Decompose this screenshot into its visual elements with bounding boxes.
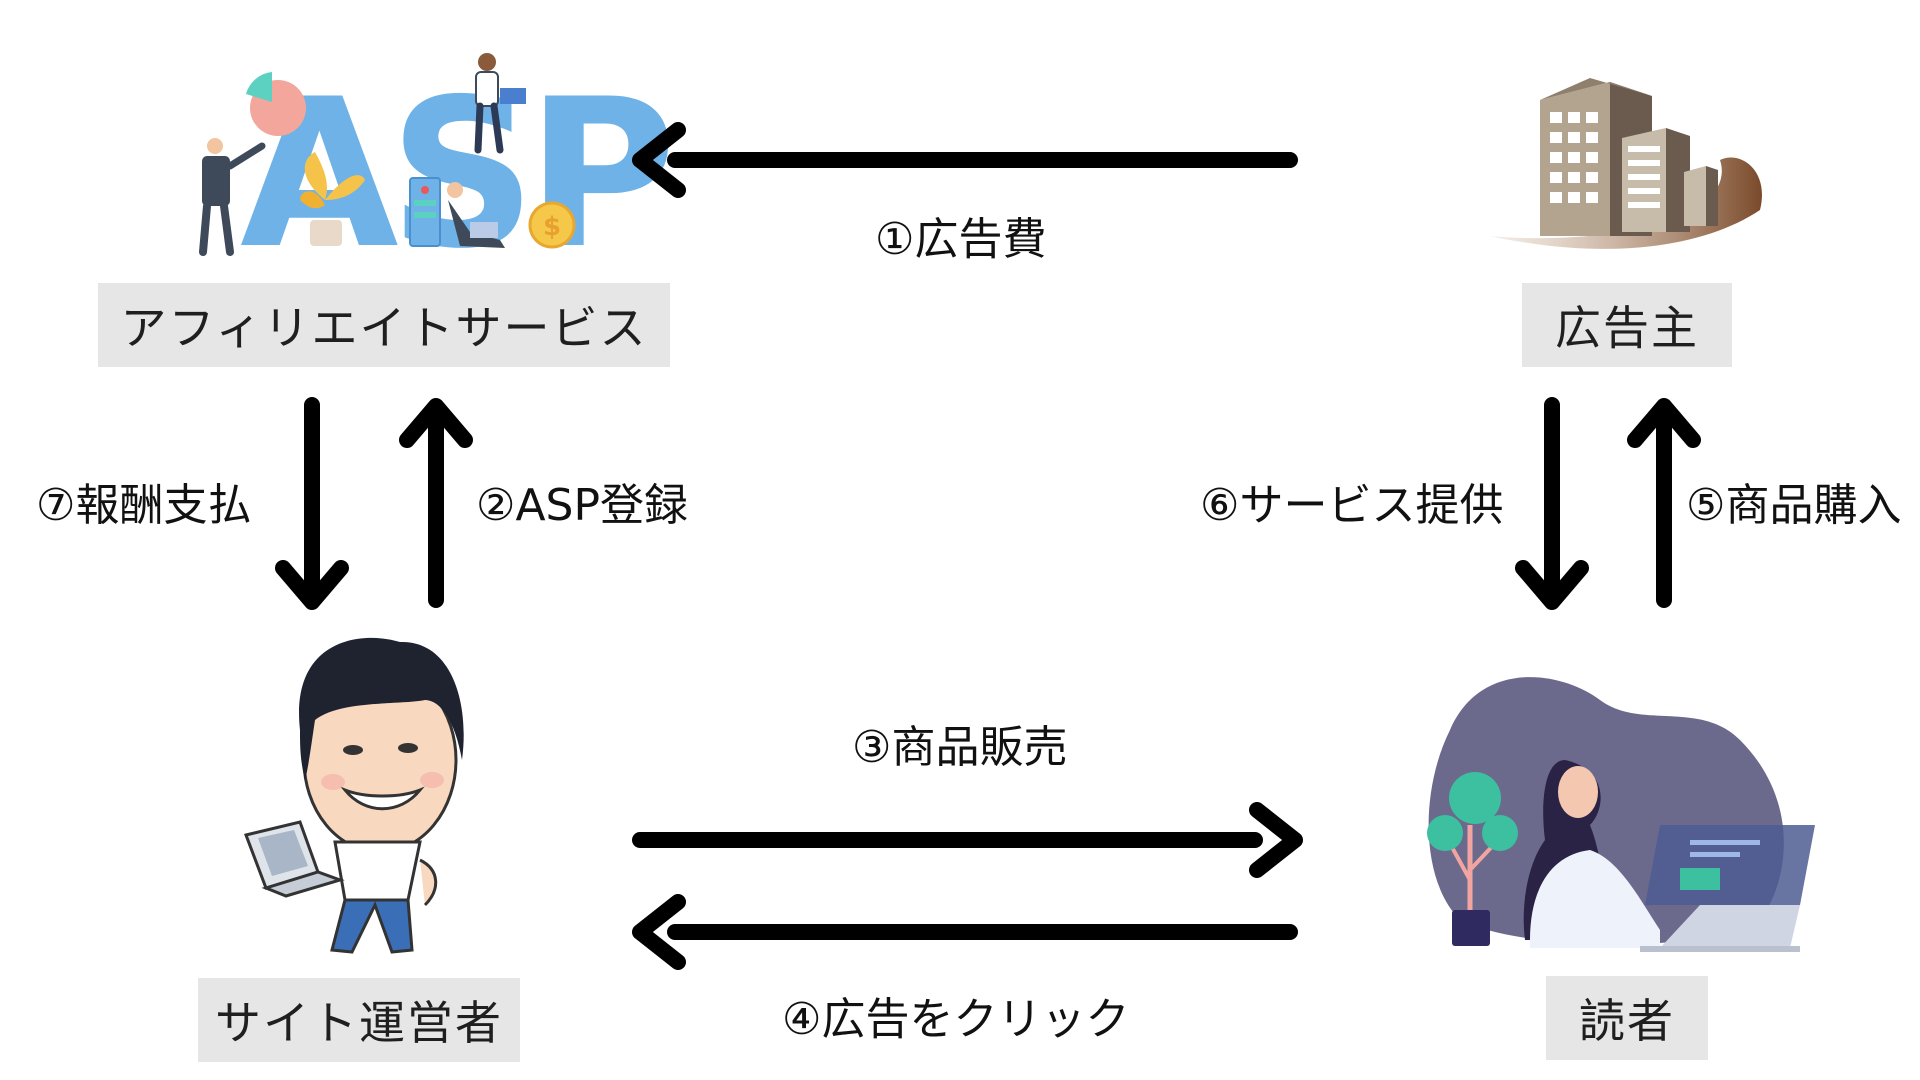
tree-icon — [1427, 772, 1518, 946]
operator-body — [330, 840, 438, 954]
arrow-product-purchase — [1627, 398, 1701, 608]
arrow-service-provide — [1515, 397, 1589, 610]
reader-illustration — [1427, 677, 1815, 952]
edge-label-ad-click: ④広告をクリック — [782, 994, 1130, 1045]
mid-building — [1622, 128, 1690, 232]
office-buildings-illustration — [1490, 78, 1762, 249]
ground-swoosh — [1490, 157, 1762, 249]
node-label-asp: アフィリエイトサービス — [98, 283, 670, 367]
node-label-reader: 読者 — [1546, 976, 1708, 1060]
asp-label-text: アフィリエイトサービス — [120, 301, 648, 355]
laptop-icon — [1640, 905, 1800, 952]
site-operator-label-text: サイト運営者 — [215, 996, 503, 1050]
reader-label-text: 読者 — [1579, 994, 1675, 1048]
plant-icon — [300, 152, 365, 246]
arrow-reward-payment — [275, 397, 349, 610]
edge-label-reward-payment: ⑦報酬支払 — [36, 480, 252, 531]
advertiser-label-text: 広告主 — [1555, 301, 1699, 355]
pie-chart-icon — [246, 72, 306, 136]
operator-head — [299, 637, 464, 854]
node-label-site-operator: サイト運営者 — [198, 978, 520, 1062]
small-building — [1684, 166, 1718, 226]
svg-text:$: $ — [543, 212, 561, 242]
laptop-icon — [243, 820, 345, 898]
arrow-ad-click — [632, 894, 1298, 970]
arrow-product-sales — [632, 802, 1303, 878]
woman-on-laptop-figure — [474, 53, 526, 154]
node-label-advertiser: 広告主 — [1522, 283, 1732, 367]
screen-icon — [1645, 825, 1815, 905]
edge-label-product-purchase: ⑤商品購入 — [1686, 480, 1902, 531]
edge-label-service-provide: ⑥サービス提供 — [1200, 480, 1504, 531]
edge-label-asp-register: ②ASP登録 — [476, 480, 689, 531]
asp-illustration: ASP — [199, 53, 678, 294]
edge-label-product-sales: ③商品販売 — [852, 722, 1068, 773]
edge-label-ad-fee: ①広告費 — [875, 214, 1047, 265]
coin-icon: $ — [528, 201, 576, 249]
server-rack-icon — [409, 177, 441, 247]
asp-logo-text: ASP — [240, 56, 668, 294]
site-operator-illustration — [243, 637, 464, 954]
woman-reader-figure — [1523, 760, 1660, 948]
arrow-asp-register — [399, 398, 473, 608]
asp-logo: ASP — [240, 56, 678, 294]
sitting-man-figure — [447, 182, 505, 248]
businessman-figure — [199, 138, 266, 256]
arrow-ad-fee — [632, 122, 1298, 198]
